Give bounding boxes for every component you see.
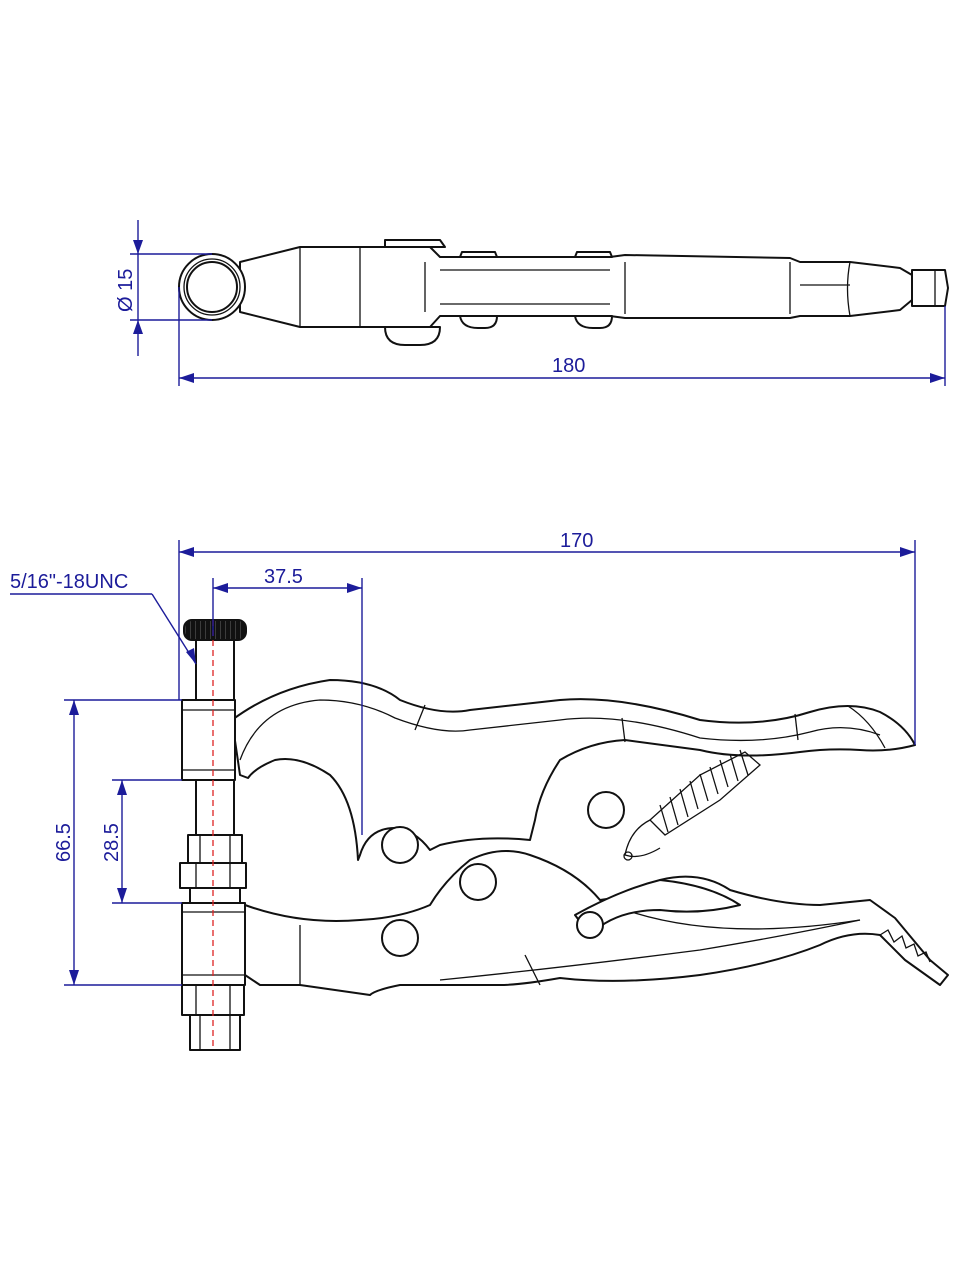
knurled-knob bbox=[183, 619, 247, 641]
side-length-label: 170 bbox=[560, 530, 593, 552]
outer-height-label: 66.5 bbox=[53, 823, 75, 862]
top-length-label: 180 bbox=[552, 355, 585, 377]
side-view: 170 37.5 5/16"-18UNC 66.5 28.5 bbox=[10, 530, 949, 1051]
screw-offset-label: 37.5 bbox=[264, 566, 303, 588]
thread-spec-label: 5/16"-18UNC bbox=[10, 571, 128, 593]
spring bbox=[623, 749, 761, 861]
top-view: Ø 15 180 bbox=[115, 220, 949, 386]
diameter-label: Ø 15 bbox=[115, 269, 137, 312]
inner-height-label: 28.5 bbox=[101, 823, 123, 862]
